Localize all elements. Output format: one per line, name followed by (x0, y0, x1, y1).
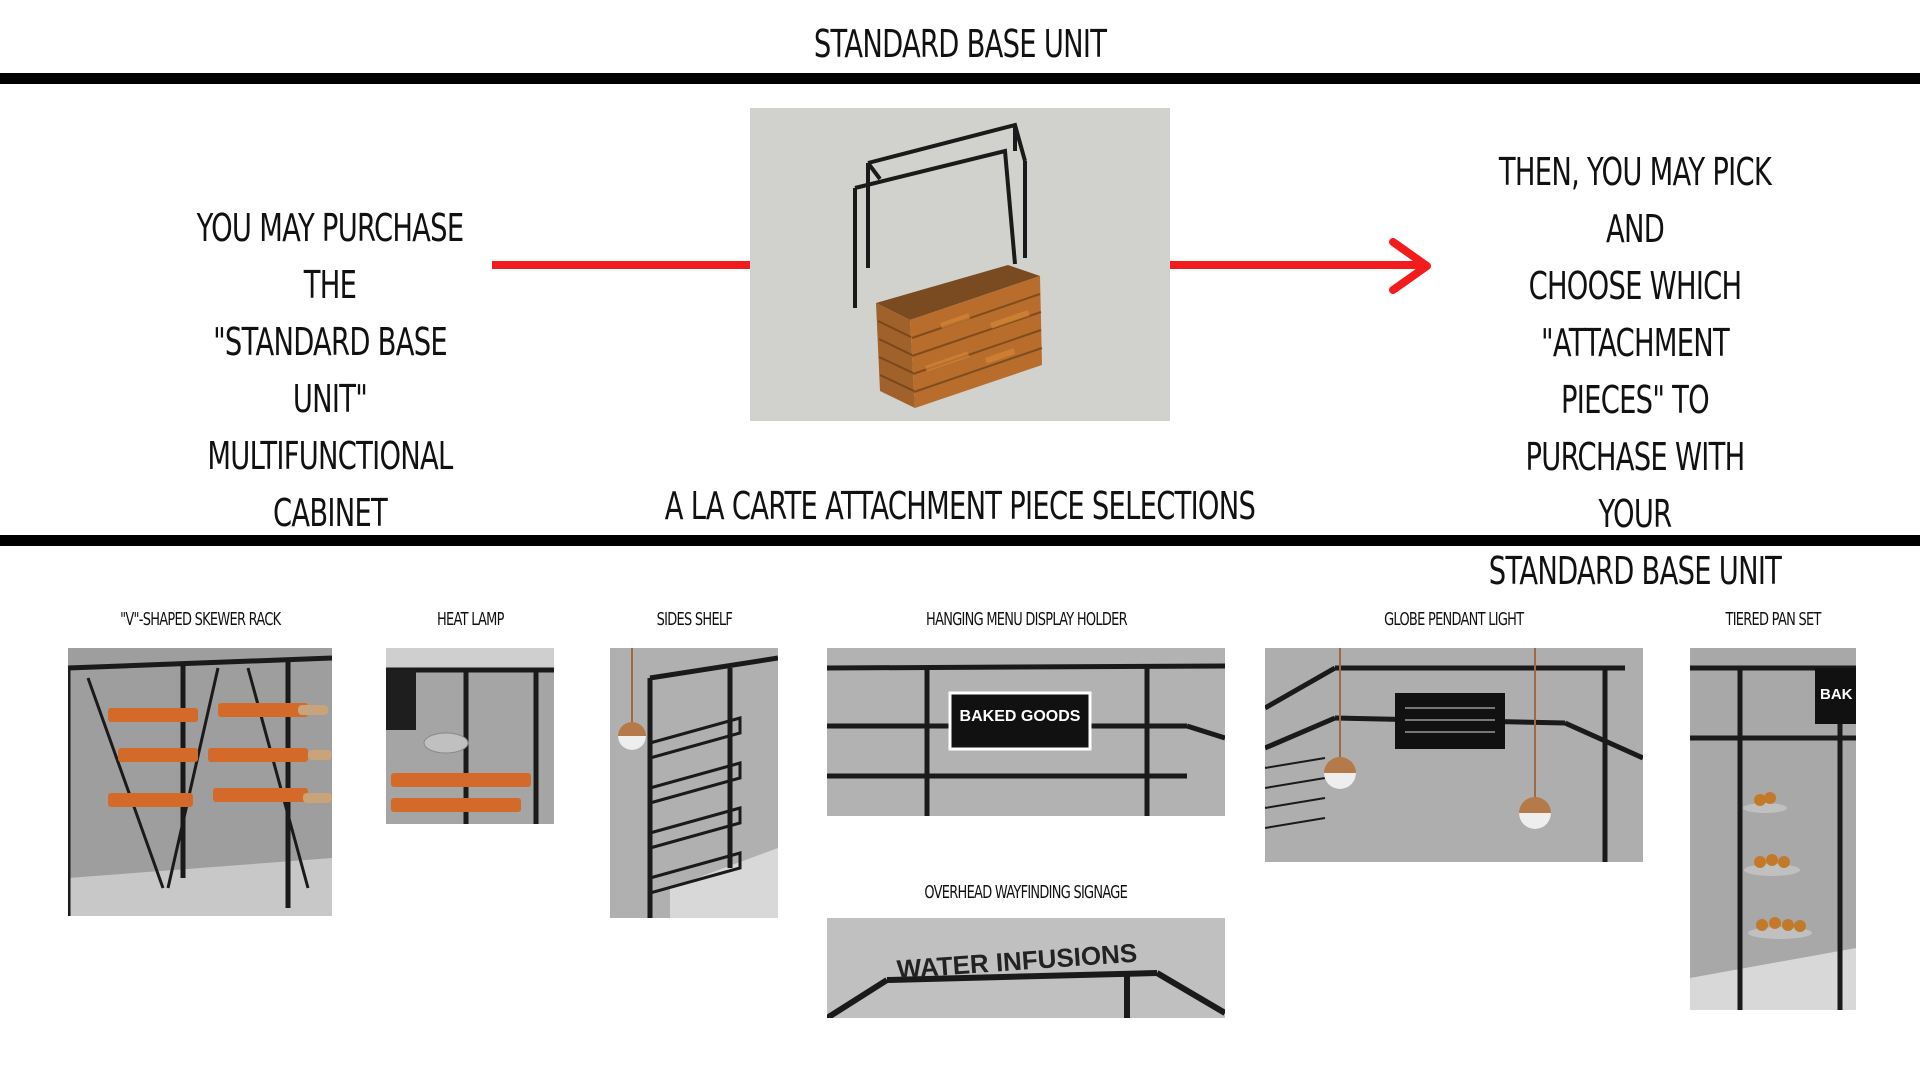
label-hanging-menu: HANGING MENU DISPLAY HOLDER (827, 609, 1225, 630)
section-title-text: STANDARD BASE UNIT (813, 22, 1107, 66)
standard-base-unit-image (750, 108, 1170, 421)
divider-middle (0, 535, 1920, 546)
cabinet-illustration (853, 122, 1043, 408)
label-text: GLOBE PENDANT LIGHT (1384, 609, 1524, 630)
left-description: YOU MAY PURCHASE THE "STANDARD BASE UNIT… (130, 200, 530, 542)
section-title-standard-base-unit: STANDARD BASE UNIT (0, 22, 1920, 67)
image-overhead-signage: WATER INFUSIONS (827, 918, 1225, 1018)
label-heat-lamp: HEAT LAMP (386, 609, 554, 630)
label-text: SIDES SHELF (656, 609, 732, 630)
right-line-4: PURCHASE WITH YOUR (1525, 435, 1746, 536)
image-heat-lamp (386, 648, 554, 824)
label-text: HANGING MENU DISPLAY HOLDER (925, 609, 1128, 630)
label-tiered-pan-set: TIERED PAN SET (1690, 609, 1856, 630)
left-line-1: YOU MAY PURCHASE THE (196, 206, 465, 307)
left-line-3: MULTIFUNCTIONAL CABINET (207, 434, 453, 535)
arrow-head-icon (1389, 238, 1431, 294)
label-text: HEAT LAMP (436, 609, 504, 630)
left-line-2: "STANDARD BASE UNIT" (213, 320, 448, 421)
right-description: THEN, YOU MAY PICK AND CHOOSE WHICH "ATT… (1430, 144, 1840, 600)
right-line-2: CHOOSE WHICH (1528, 264, 1743, 308)
right-line-3: "ATTACHMENT PIECES" TO (1540, 321, 1730, 422)
section2-title-text: A LA CARTE ATTACHMENT PIECE SELECTIONS (664, 484, 1256, 528)
left-connector-line (492, 261, 751, 269)
label-text: OVERHEAD WAYFINDING SIGNAGE (924, 882, 1128, 903)
label-globe-pendant: GLOBE PENDANT LIGHT (1265, 609, 1643, 630)
divider-top (0, 73, 1920, 84)
label-overhead-signage: OVERHEAD WAYFINDING SIGNAGE (827, 882, 1225, 903)
image-sides-shelf (610, 648, 778, 918)
right-connector-line (1170, 261, 1420, 269)
image-skewer-rack (68, 648, 332, 916)
menu-sign-text: BAKED GOODS (959, 708, 1081, 725)
label-text: TIERED PAN SET (1725, 609, 1821, 630)
right-line-5: STANDARD BASE UNIT (1488, 549, 1782, 593)
section-title-attachments: A LA CARTE ATTACHMENT PIECE SELECTIONS (0, 484, 1920, 529)
image-tiered-pan-set: BAK (1690, 648, 1856, 1010)
label-sides-shelf: SIDES SHELF (610, 609, 778, 630)
label-skewer-rack: "V"-SHAPED SKEWER RACK (68, 609, 332, 630)
pan-sign-text: BAK (1820, 686, 1853, 703)
image-globe-pendant (1265, 648, 1643, 862)
right-line-1: THEN, YOU MAY PICK AND (1498, 150, 1772, 251)
label-text: "V"-SHAPED SKEWER RACK (119, 609, 281, 630)
image-hanging-menu: BAKED GOODS (827, 648, 1225, 816)
